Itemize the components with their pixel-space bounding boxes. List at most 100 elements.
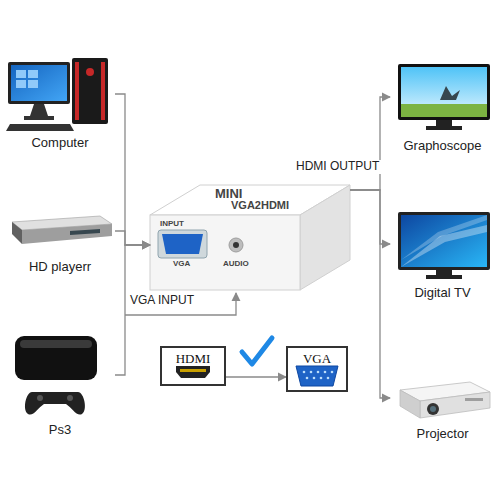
digital-tv-icon	[436, 270, 452, 275]
connector-line	[350, 97, 390, 190]
connector-line	[115, 231, 150, 245]
connector-type-box: VGA	[286, 346, 348, 392]
computer-icon	[8, 62, 70, 104]
projector-icon	[465, 398, 483, 401]
graphoscope-icon	[398, 64, 490, 130]
projector-icon	[427, 403, 439, 415]
device-node: Computer	[5, 55, 115, 151]
device-label: Projector	[416, 426, 468, 441]
ps3-icon	[67, 395, 73, 401]
converter-label: VGA2HDMI	[231, 200, 289, 211]
hd-player-icon	[22, 224, 112, 244]
device-node: Graphoscope	[390, 58, 495, 154]
hd-player-icon	[70, 229, 100, 235]
port-type-label: HDMI	[176, 352, 211, 366]
converter-label: INPUT	[160, 220, 184, 228]
device-label: Digital TV	[414, 285, 470, 300]
converter-illustration	[150, 215, 300, 290]
device-label: Graphoscope	[403, 138, 481, 153]
projector-icon	[430, 406, 436, 412]
audio-input-line	[125, 293, 236, 315]
hdmi-port-symbol	[176, 366, 210, 378]
hdmi-port-symbol	[180, 369, 206, 372]
connector-line	[350, 190, 390, 398]
edge-label: HDMI OUTPUT	[294, 160, 381, 174]
computer-icon	[30, 104, 48, 116]
converter-label: VGA	[173, 260, 190, 268]
connector-type-box: HDMI	[160, 346, 226, 386]
converter-label: AUDIO	[223, 260, 249, 268]
vga-port-symbol	[296, 366, 338, 386]
vga-port-symbol	[313, 377, 316, 380]
digital-tv-icon	[401, 215, 487, 267]
hd-player-icon	[12, 216, 112, 244]
computer-icon	[11, 65, 67, 101]
vga-port-symbol	[303, 371, 306, 374]
digital-tv-icon	[398, 212, 490, 279]
projector-icon	[400, 382, 490, 418]
graphoscope-icon	[401, 104, 487, 117]
connector-line	[115, 94, 150, 245]
computer-icon	[24, 116, 54, 120]
digital-tv-icon	[398, 212, 490, 270]
device-node: Digital TV	[390, 205, 495, 301]
connector-line	[350, 190, 390, 244]
ps3-icon	[15, 336, 97, 380]
ps3-icon	[20, 340, 92, 348]
digital-tv-icon	[426, 275, 462, 279]
graphoscope-icon	[401, 67, 487, 117]
device-node: Ps3	[5, 330, 115, 438]
computer-icon	[6, 124, 74, 131]
vga-port-symbol	[296, 366, 338, 386]
check-mark	[242, 338, 272, 364]
device-label: Computer	[31, 135, 88, 150]
computer-icon	[86, 68, 94, 76]
computer-icon	[16, 80, 26, 88]
projector-icon	[420, 392, 490, 418]
connector-line	[226, 376, 286, 377]
converter-illustration	[162, 234, 203, 254]
edge-label: VGA INPUT	[128, 294, 196, 308]
check-mark	[242, 338, 272, 364]
converter-illustration	[233, 242, 239, 248]
computer-icon	[28, 70, 38, 78]
vga-port-symbol	[331, 371, 334, 374]
vga-port-symbol	[317, 371, 320, 374]
graphoscope-icon	[436, 120, 452, 126]
computer-icon	[28, 80, 38, 88]
port-type-label: VGA	[303, 352, 331, 366]
vga-port-symbol	[324, 371, 327, 374]
computer-icon	[6, 58, 108, 131]
ps3-icon	[37, 395, 43, 401]
graphoscope-icon	[398, 64, 490, 120]
digital-tv-icon	[401, 215, 487, 260]
converter-illustration	[300, 185, 350, 290]
converter-illustration	[150, 185, 350, 290]
projector-icon	[400, 390, 420, 418]
computer-icon	[16, 70, 26, 78]
vga-port-symbol	[327, 377, 330, 380]
computer-icon	[101, 62, 105, 120]
device-node: HD playerr	[5, 205, 115, 275]
graphoscope-icon	[440, 86, 460, 100]
vga-port-symbol	[320, 377, 323, 380]
converter-illustration	[229, 238, 243, 252]
audio-input-line	[125, 293, 236, 315]
device-label: Ps3	[49, 422, 71, 437]
ps3-icon	[25, 392, 85, 415]
connector-line	[115, 245, 150, 375]
hdmi-port-symbol	[176, 366, 210, 378]
hd-player-icon	[12, 222, 22, 244]
computer-icon	[75, 62, 79, 120]
vga-port-symbol	[306, 377, 309, 380]
ps3-icon	[15, 336, 97, 415]
converter-box: MINIVGA2HDMI INPUT VGA AUDIO	[150, 180, 350, 290]
device-label: HD playerr	[29, 259, 91, 274]
vga-port-symbol	[310, 371, 313, 374]
converter-label: MINI	[215, 187, 242, 200]
graphoscope-icon	[426, 126, 462, 130]
